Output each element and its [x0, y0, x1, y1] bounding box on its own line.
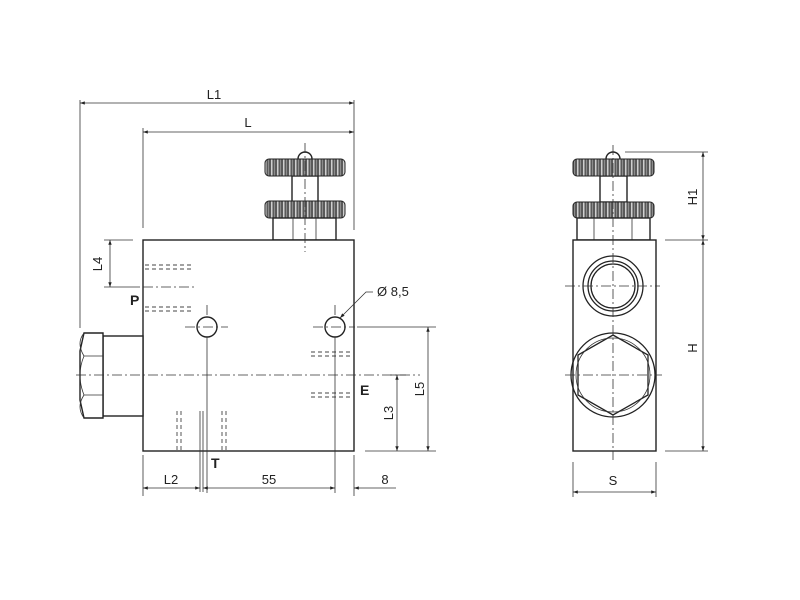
dim-S-label: S [609, 473, 618, 488]
side-view: H1 H S [565, 145, 708, 497]
port-P-label: P [130, 292, 139, 308]
dim-H-label: H [685, 343, 700, 352]
dim-L2-label: L2 [164, 472, 178, 487]
adjustment-knob-side [572, 151, 655, 241]
front-view: L1 L L4 L2 55 8 L3 L5 Ø 8,5 P E T [76, 87, 436, 496]
valve-body-front [142, 239, 355, 452]
dim-L4-label: L4 [90, 257, 105, 271]
dim-55-label: 55 [262, 472, 276, 487]
port-E-label: E [360, 382, 369, 398]
side-fitting [79, 332, 144, 419]
dim-L1-label: L1 [207, 87, 221, 102]
dim-H1-label: H1 [685, 189, 700, 206]
hole-diameter-label: Ø 8,5 [377, 284, 409, 299]
dim-L3-label: L3 [381, 406, 396, 420]
port-T-label: T [211, 455, 220, 471]
dim-L-label: L [244, 115, 251, 130]
dim-L5-label: L5 [412, 382, 427, 396]
dim-8-label: 8 [381, 472, 388, 487]
